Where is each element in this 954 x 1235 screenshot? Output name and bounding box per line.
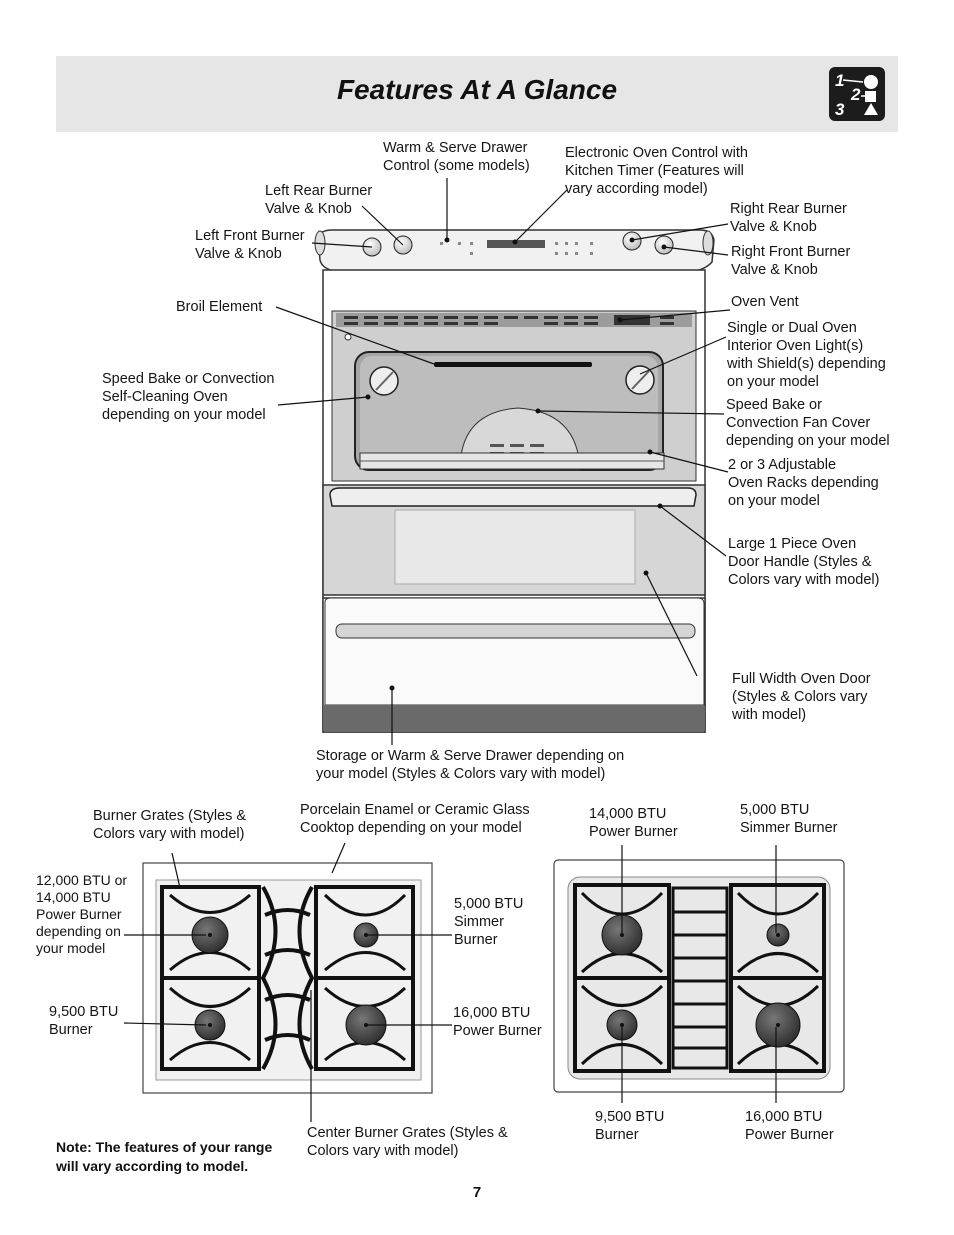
badge-step-3: 3	[835, 100, 845, 119]
label-14000-burner-right: 14,000 BTU Power Burner	[589, 806, 678, 840]
badge-step-2: 2	[851, 85, 861, 104]
label-speed-bake-oven: Speed Bake or Convection Self-Cleaning O…	[102, 371, 275, 423]
label-oven-racks: 2 or 3 Adjustable Oven Racks depending o…	[728, 457, 879, 509]
range-body	[322, 269, 706, 733]
broil-element-icon	[434, 362, 592, 367]
page-header: Features At A Glance 1 2 3	[56, 56, 898, 132]
cooktop-left-leader-lines	[123, 842, 452, 1122]
page-number: 7	[472, 1184, 482, 1201]
label-16000-burner-left: 16,000 BTU Power Burner	[453, 1005, 542, 1039]
label-oven-light: Single or Dual Oven Interior Oven Light(…	[727, 320, 886, 390]
label-9500-burner-left: 9,500 BTU Burner	[49, 1004, 119, 1038]
oven-vent-icon	[614, 315, 650, 325]
label-fan-cover: Speed Bake or Convection Fan Cover depen…	[726, 397, 890, 449]
label-drawer: Storage or Warm & Serve Drawer depending…	[316, 748, 625, 782]
label-oven-vent: Oven Vent	[731, 294, 799, 310]
label-cooktop-surface: Porcelain Enamel or Ceramic Glass Cookto…	[300, 802, 530, 836]
label-power-burner-left-front: 12,000 BTU or 14,000 BTU Power Burner de…	[36, 872, 128, 956]
center-grate-icon	[260, 885, 315, 1070]
label-burner-grates: Burner Grates (Styles & Colors vary with…	[93, 808, 247, 842]
steps-badge-icon: 1 2 3	[829, 67, 885, 121]
label-electronic-control: Electronic Oven Control with Kitchen Tim…	[565, 145, 748, 197]
label-left-rear-burner: Left Rear Burner Valve & Knob	[265, 183, 373, 217]
label-center-grates: Center Burner Grates (Styles & Colors va…	[307, 1125, 508, 1159]
label-simmer-burner-right: 5,000 BTU Simmer Burner	[740, 802, 838, 836]
label-9500-burner-right: 9,500 BTU Burner	[595, 1109, 665, 1143]
range-leader-lines	[275, 178, 731, 745]
label-right-rear-burner: Right Rear Burner Valve & Knob	[730, 201, 847, 235]
label-broil-element: Broil Element	[176, 299, 263, 315]
label-door-handle: Large 1 Piece Oven Door Handle (Styles &…	[728, 536, 880, 588]
label-warm-serve-control: Warm & Serve Drawer Control (some models…	[383, 140, 530, 174]
badge-step-1: 1	[835, 71, 845, 90]
page-title: Features At A Glance	[336, 74, 618, 105]
label-left-front-burner: Left Front Burner Valve & Knob	[195, 228, 305, 262]
cooktop-right-leader-lines	[621, 845, 777, 1103]
label-simmer-burner-left: 5,000 BTU Simmer Burner	[454, 896, 524, 948]
center-grate-right-icon	[671, 886, 729, 1070]
note-text: Note: The features of your range will va…	[56, 1139, 273, 1174]
cooktop-right	[553, 859, 845, 1093]
door-handle-icon	[329, 487, 697, 507]
label-oven-door: Full Width Oven Door (Styles & Colors va…	[732, 671, 871, 723]
label-16000-burner-right: 16,000 BTU Power Burner	[745, 1109, 834, 1143]
cooktop-left	[142, 862, 433, 1094]
label-right-front-burner: Right Front Burner Valve & Knob	[731, 244, 851, 278]
